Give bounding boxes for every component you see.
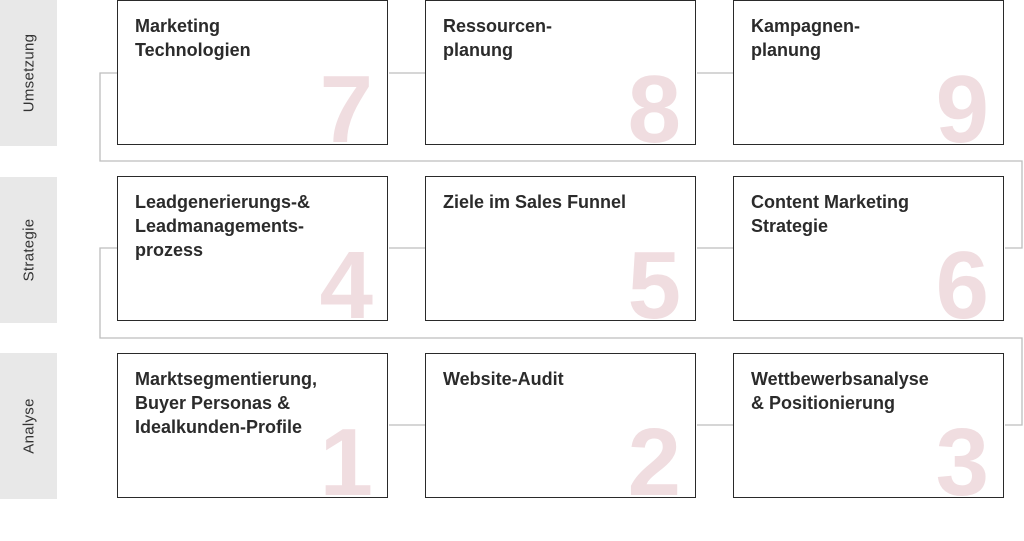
- step-7-number: 7: [319, 56, 373, 145]
- step-1-card: 1 Marktsegmentierung, Buyer Personas & I…: [117, 353, 388, 498]
- step-5-number: 5: [627, 232, 681, 321]
- row-label-strategie-text: Strategie: [20, 218, 37, 282]
- step-1-number: 1: [319, 409, 373, 498]
- step-3-number: 3: [935, 409, 989, 498]
- step-9-card: 9 Kampagnen- planung: [733, 0, 1004, 145]
- row-label-strategie: Strategie: [0, 177, 57, 323]
- step-6-label: Content Marketing Strategie: [751, 192, 910, 236]
- step-6-card: 6 Content Marketing Strategie: [733, 176, 1004, 321]
- step-9-label: Kampagnen- planung: [751, 16, 861, 60]
- step-1-label: Marktsegmentierung, Buyer Personas & Ide…: [135, 369, 318, 437]
- step-4-label: Leadgenerierungs-& Leadmanagements- proz…: [135, 192, 311, 260]
- row-label-analyse: Analyse: [0, 353, 57, 499]
- step-4-card: 4 Leadgenerierungs-& Leadmanagements- pr…: [117, 176, 388, 321]
- step-7-card: 7 Marketing Technologien: [117, 0, 388, 145]
- step-8-label: Ressourcen- planung: [443, 16, 553, 60]
- step-9-number: 9: [935, 56, 989, 145]
- step-8-card: 8 Ressourcen- planung: [425, 0, 696, 145]
- step-7-label: Marketing Technologien: [135, 16, 251, 60]
- step-3-label: Wettbewerbsanalyse & Positionierung: [751, 369, 929, 413]
- step-5-label: Ziele im Sales Funnel: [443, 192, 627, 212]
- step-5-card: 5 Ziele im Sales Funnel: [425, 176, 696, 321]
- row-label-umsetzung-text: Umsetzung: [20, 33, 37, 113]
- row-label-umsetzung: Umsetzung: [0, 0, 57, 146]
- step-8-number: 8: [627, 56, 681, 145]
- step-2-number: 2: [627, 409, 681, 498]
- step-6-number: 6: [935, 232, 989, 321]
- step-4-number: 4: [319, 232, 373, 321]
- step-3-card: 3 Wettbewerbsanalyse & Positionierung: [733, 353, 1004, 498]
- step-2-label: Website-Audit: [443, 369, 564, 389]
- step-2-card: 2 Website-Audit: [425, 353, 696, 498]
- row-label-analyse-text: Analyse: [20, 398, 37, 454]
